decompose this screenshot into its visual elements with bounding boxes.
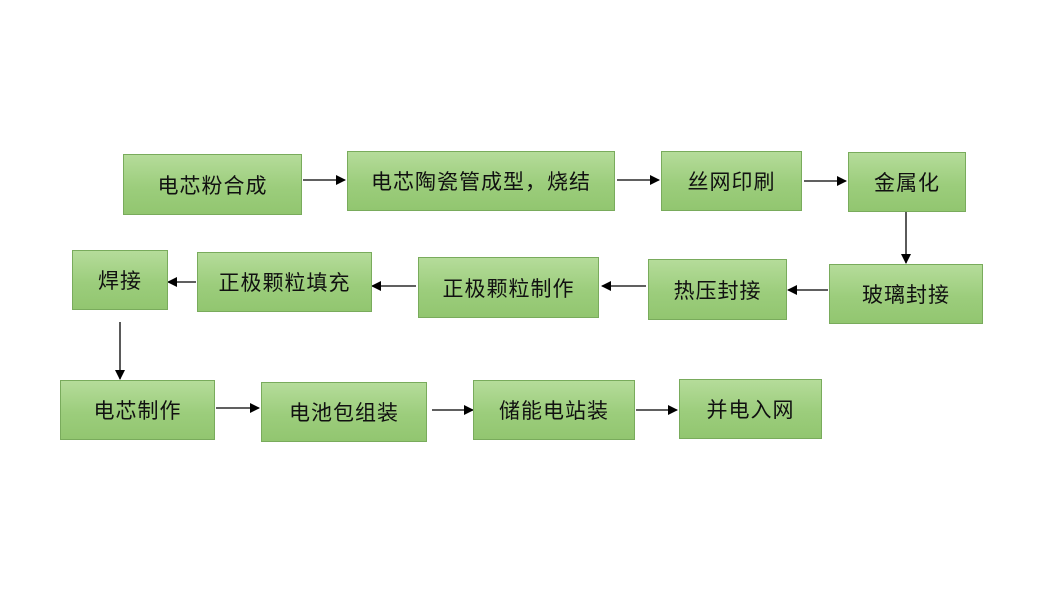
node-welding: 焊接 xyxy=(72,250,168,310)
node-battery-pack-assembly: 电池包组装 xyxy=(261,382,427,442)
node-metallization: 金属化 xyxy=(848,152,966,212)
node-grid-connection: 并电入网 xyxy=(679,379,822,439)
node-cathode-granule-filling: 正极颗粒填充 xyxy=(197,252,372,312)
node-cathode-granule-making: 正极颗粒制作 xyxy=(418,257,599,318)
node-glass-sealing: 玻璃封接 xyxy=(829,264,983,324)
node-electrolyte-powder-synthesis: 电芯粉合成 xyxy=(123,154,302,215)
node-ceramic-tube-forming-sintering: 电芯陶瓷管成型，烧结 xyxy=(347,151,615,211)
node-cell-fabrication: 电芯制作 xyxy=(60,380,215,440)
node-storage-station-install: 储能电站装 xyxy=(473,380,635,440)
node-hot-press-sealing: 热压封接 xyxy=(648,259,787,320)
node-screen-printing: 丝网印刷 xyxy=(661,151,802,211)
